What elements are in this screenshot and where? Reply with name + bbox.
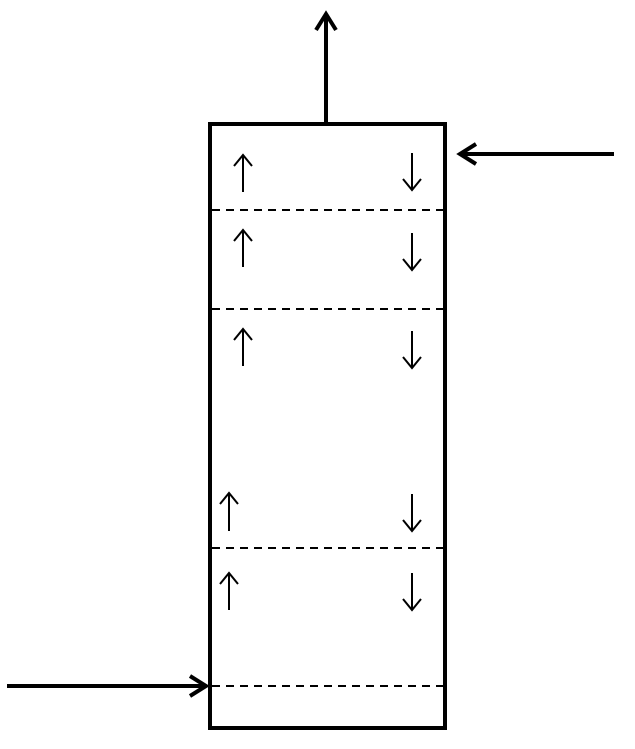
arrow-down-icon bbox=[402, 331, 422, 370]
arrow-up-icon bbox=[219, 571, 239, 610]
arrow-up-icon bbox=[233, 153, 253, 192]
arrow-down-icon bbox=[402, 494, 422, 533]
arrow-up-icon bbox=[219, 491, 239, 531]
column-shell bbox=[208, 122, 447, 730]
top-inlet-arrow bbox=[456, 142, 614, 166]
top-outlet-arrow bbox=[314, 10, 338, 124]
arrow-up-icon bbox=[233, 228, 253, 267]
arrow-down-icon bbox=[402, 573, 422, 612]
bottom-inlet-arrow bbox=[7, 674, 210, 698]
arrow-up-icon bbox=[233, 327, 253, 366]
arrow-down-icon bbox=[402, 233, 422, 272]
arrow-down-icon bbox=[402, 153, 422, 192]
